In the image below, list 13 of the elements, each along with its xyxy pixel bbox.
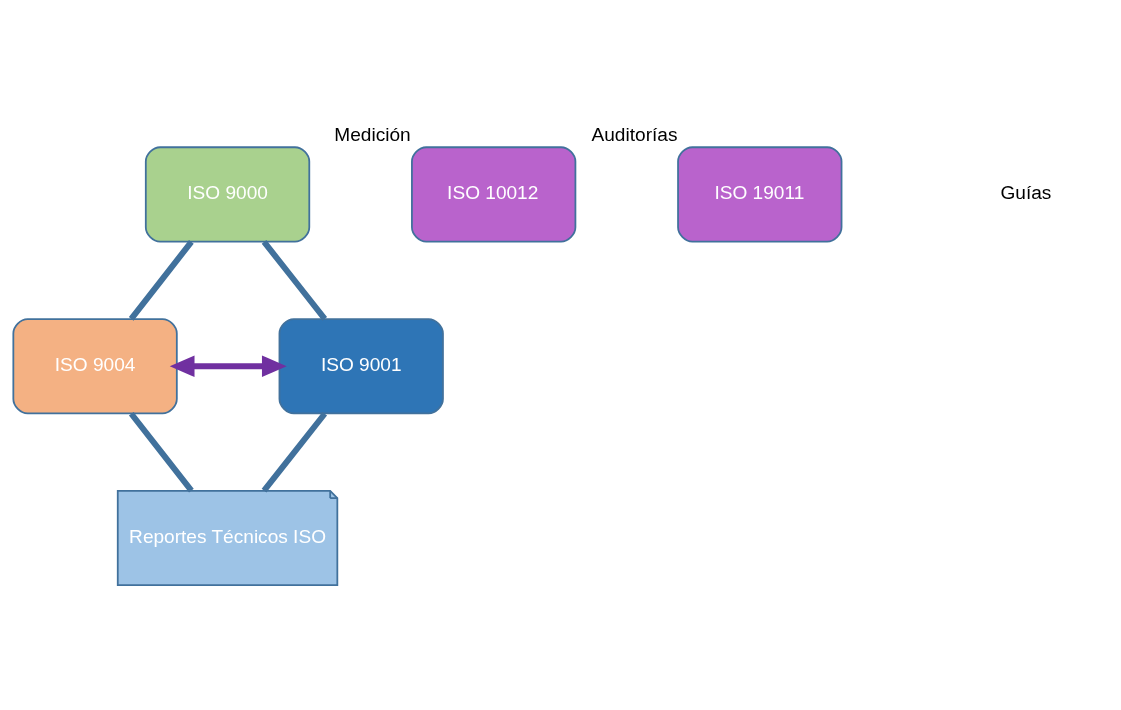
connector — [128, 239, 194, 321]
arrow — [169, 354, 287, 377]
node-box: ISO 9004 — [12, 317, 178, 414]
connector — [261, 411, 328, 492]
node-box: ISO 9001 — [278, 317, 444, 414]
node-label: Auditorías — [591, 123, 678, 145]
node-label: Medición — [334, 123, 411, 145]
connector — [128, 411, 194, 492]
connector — [261, 239, 328, 321]
node-box: ISO 19011 — [677, 145, 843, 242]
node-box: ISO 9000 — [144, 145, 311, 242]
label: Guías — [1000, 181, 1052, 203]
node-box: ISO 10012 — [411, 145, 577, 242]
